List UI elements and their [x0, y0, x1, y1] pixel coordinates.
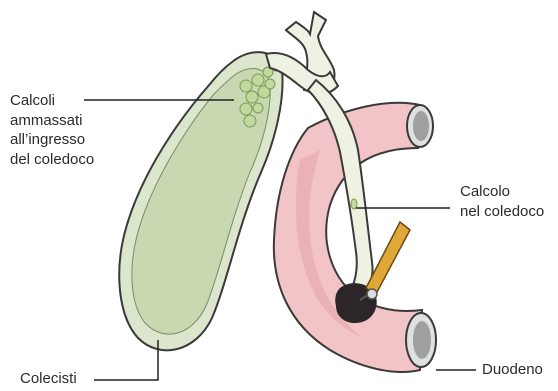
label-duodenum: Duodeno: [482, 360, 543, 380]
gallstone: [240, 80, 252, 92]
duodenum-bottom-opening-inner: [413, 321, 431, 359]
gallstone: [244, 115, 256, 127]
label-stone-in-duct: Calcolo nel coledoco: [460, 182, 544, 221]
instrument-shaft: [366, 222, 410, 294]
label-line: all’ingresso: [10, 130, 94, 150]
label-line: nel coledoco: [460, 202, 544, 222]
gallstone: [246, 91, 258, 103]
label-line: del coledoco: [10, 150, 94, 170]
label-line: Calcolo: [460, 182, 544, 202]
label-gallbladder: Colecisti: [20, 369, 77, 389]
instrument-tip: [367, 289, 377, 299]
label-line: Calcoli: [10, 91, 94, 111]
label-stones-at-duct: Calcoli ammassati all’ingresso del coled…: [10, 91, 94, 169]
duodenum-top-opening-inner: [413, 111, 429, 141]
gallstone: [252, 74, 264, 86]
gallstone: [240, 103, 252, 115]
gallstone: [265, 79, 275, 89]
gallstone: [253, 103, 263, 113]
gallbladder: [119, 52, 282, 350]
label-line: ammassati: [10, 111, 94, 131]
